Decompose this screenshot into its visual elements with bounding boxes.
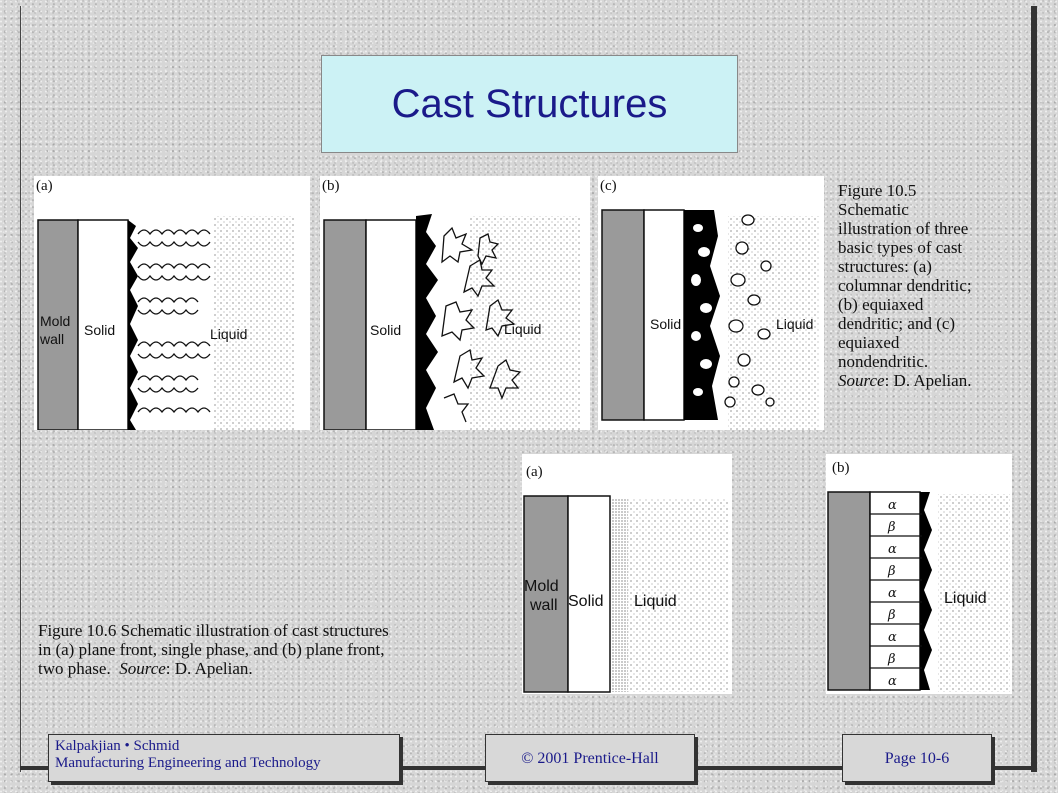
liquid-label: Liquid	[504, 321, 541, 337]
panel-label: (c)	[600, 178, 617, 194]
footer-authors-box: Kalpakjian • Schmid Manufacturing Engine…	[48, 734, 400, 782]
solid-label: Solid	[84, 322, 115, 338]
fig-10-6-panel-b: (b) α β α β α β α β α Liquid	[826, 454, 1012, 694]
source-text: : D. Apelian.	[884, 371, 972, 390]
solid-label: Solid	[370, 322, 401, 338]
liquid-label: Liquid	[210, 326, 247, 342]
fig-10-5-panel-c: (c) Solid Liquid	[598, 176, 824, 430]
fig-10-5-panel-b: (b) Solid Liquid	[320, 176, 590, 430]
fig-10-5-panel-a: (a) Mold wall Solid Liquid	[34, 176, 310, 430]
phase-label: β	[887, 520, 896, 535]
footer-authors: Kalpakjian • Schmid	[55, 738, 180, 754]
caption-line: Schematic	[838, 200, 909, 219]
solid-label: Solid	[650, 316, 681, 332]
phase-label: α	[888, 586, 897, 601]
footer-copyright-box: © 2001 Prentice-Hall	[485, 734, 695, 782]
caption-line: dendritic; and (c)	[838, 314, 956, 333]
phase-label: α	[888, 674, 897, 689]
liquid-label: Liquid	[944, 590, 987, 607]
caption-line: nondendritic.	[838, 352, 929, 371]
slide-title: Cast Structures	[391, 81, 668, 126]
phase-label: β	[887, 652, 896, 667]
phase-label: β	[887, 608, 896, 623]
figure-10-5-caption: Figure 10.5 Schematic illustration of th…	[838, 181, 1023, 390]
liquid-label: Liquid	[634, 593, 677, 610]
caption-line: equiaxed	[838, 333, 900, 352]
footer-page-box: Page 10-6	[842, 734, 992, 782]
panel-label: (a)	[526, 464, 543, 480]
figure-10-6-caption: Figure 10.6 Schematic illustration of ca…	[38, 621, 508, 678]
source-text: : D. Apelian.	[165, 659, 253, 678]
caption-line: structures: (a)	[838, 257, 932, 276]
caption-line-text: two phase.	[38, 659, 120, 678]
phase-label: α	[888, 542, 897, 557]
caption-title: Figure 10.5	[838, 181, 917, 200]
caption-line: columnar dendritic;	[838, 276, 972, 295]
solid-label: Solid	[568, 593, 604, 610]
mold-wall-label-2: wall	[39, 331, 64, 347]
footer-book: Manufacturing Engineering and Technology	[55, 755, 321, 771]
mold-wall-label: Mold	[40, 313, 70, 329]
liquid-label: Liquid	[776, 316, 813, 332]
slide-frame	[20, 6, 1034, 772]
caption-line: Figure 10.6 Schematic illustration of ca…	[38, 621, 389, 640]
panel-label: (b)	[832, 460, 850, 476]
mold-wall-label: Mold	[524, 578, 559, 595]
phase-label: α	[888, 498, 897, 513]
title-box: Cast Structures	[321, 55, 738, 153]
footer-copyright: © 2001 Prentice-Hall	[521, 749, 659, 767]
source-label: Source	[838, 371, 885, 390]
caption-line: in (a) plane front, single phase, and (b…	[38, 640, 385, 659]
fig-10-6-panel-a: (a) Mold wall Solid Liquid	[522, 454, 732, 694]
panel-label: (a)	[36, 178, 53, 194]
caption-line: (b) equiaxed	[838, 295, 924, 314]
phase-label: α	[888, 630, 897, 645]
caption-line: illustration of three	[838, 219, 969, 238]
footer-page-number: Page 10-6	[884, 749, 950, 767]
phase-label: β	[887, 564, 896, 579]
source-label: Source	[119, 659, 166, 678]
caption-line: basic types of cast	[838, 238, 963, 257]
caption-source: Source: D. Apelian.	[838, 371, 1023, 390]
caption-line: two phase. Source: D. Apelian.	[38, 659, 508, 678]
mold-wall-label-2: wall	[529, 597, 558, 614]
panel-label: (b)	[322, 178, 340, 194]
